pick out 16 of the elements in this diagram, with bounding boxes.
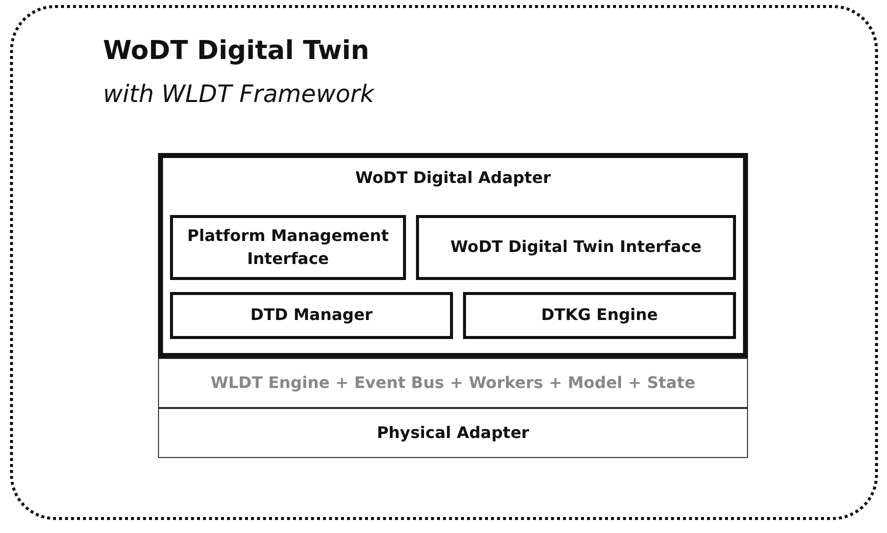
component-box — [170, 215, 406, 280]
component-label: DTKG Engine — [541, 304, 658, 326]
panel-heading: WoDT Digital Adapter — [354, 168, 552, 187]
engine-layer — [158, 358, 748, 408]
component-box — [416, 215, 736, 280]
container-heading: WoDT Digital Twin — [103, 36, 370, 66]
component-label: WLDT Engine + Event Bus + Workers + Model + State — [210, 372, 696, 394]
container-subheading: with WLDT Framework — [103, 80, 374, 108]
component-label: Platform Management Interface — [186, 225, 390, 270]
component-label: Physical Adapter — [376, 422, 530, 444]
component-label: WoDT Digital Twin Interface — [450, 236, 702, 258]
component-label: DTD Manager — [250, 304, 373, 326]
component-box — [170, 292, 453, 339]
component-box — [463, 292, 736, 339]
adapter-panel — [158, 153, 748, 358]
component-box — [158, 408, 748, 458]
